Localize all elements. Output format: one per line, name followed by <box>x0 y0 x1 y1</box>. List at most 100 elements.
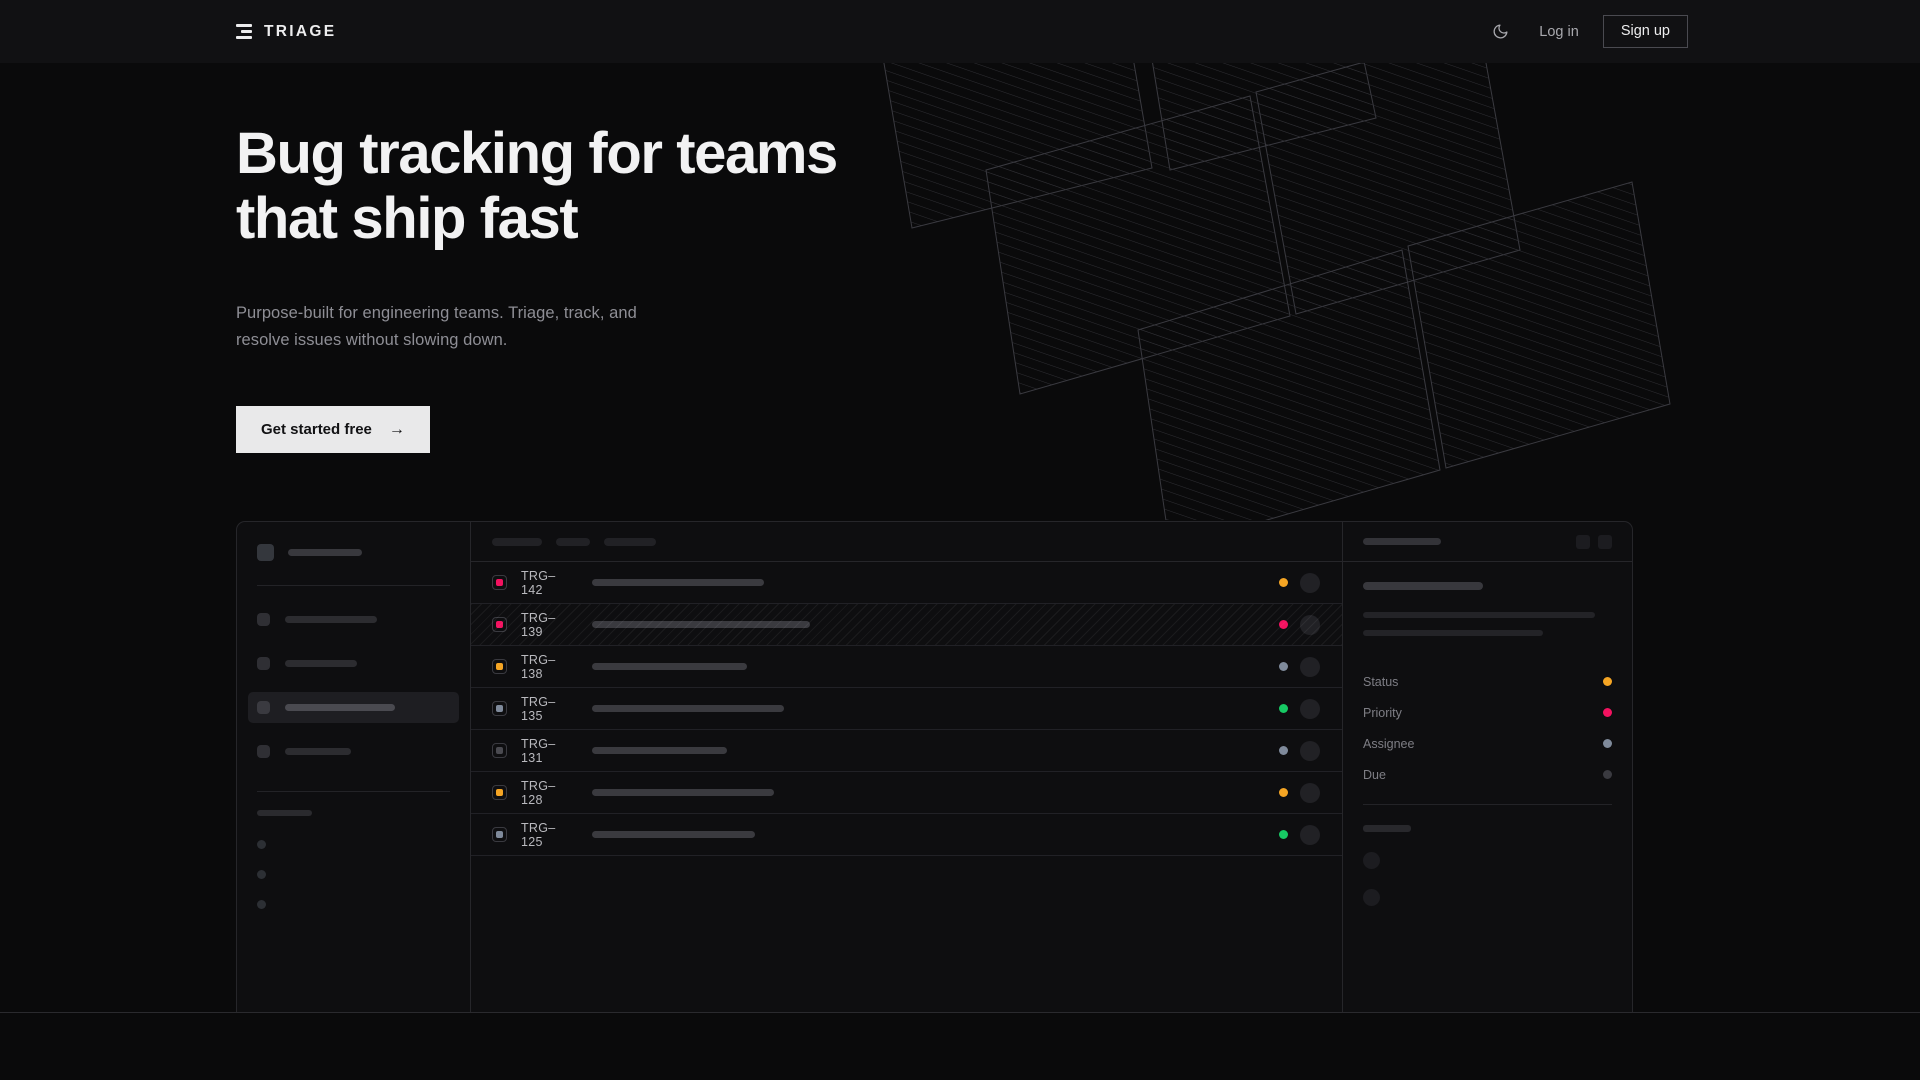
sidebar-section-label <box>257 810 312 816</box>
sidebar-nav-label-placeholder <box>285 660 357 667</box>
ticket-title-placeholder <box>592 579 764 586</box>
ticket-status-dot <box>1279 662 1288 671</box>
detail-meta-label: Assignee <box>1363 736 1415 751</box>
hero-heading: Bug tracking for teams that ship fast <box>236 121 838 251</box>
page-bottom-divider <box>0 1012 1920 1013</box>
ticket-meta <box>1279 782 1342 803</box>
ticket-assignee-avatar <box>1300 656 1320 677</box>
ticket-row[interactable]: TRG–139 <box>471 604 1342 646</box>
workspace-square-icon <box>257 544 274 561</box>
ticket-id: TRG–142 <box>521 568 556 597</box>
ticket-row[interactable]: TRG–135 <box>471 688 1342 730</box>
ticket-type-icon <box>492 743 507 758</box>
login-link[interactable]: Log in <box>1539 23 1579 40</box>
ticket-assignee-avatar <box>1300 572 1320 593</box>
detail-meta-row[interactable]: Status <box>1363 666 1612 697</box>
sidebar-nav-icon <box>257 657 270 670</box>
detail-body-line <box>1363 630 1543 636</box>
ticket-id: TRG–139 <box>521 610 556 639</box>
sidebar-nav-icon <box>257 701 270 714</box>
site-header: TRIAGE Log in Sign up <box>0 0 1920 63</box>
ticket-row[interactable]: TRG–138 <box>471 646 1342 688</box>
ticket-assignee-avatar <box>1300 782 1320 803</box>
detail-body-lines <box>1363 612 1612 636</box>
detail-meta-value-dot <box>1603 677 1612 686</box>
detail-title-placeholder <box>1363 538 1441 545</box>
detail-footer-avatar <box>1363 889 1380 906</box>
ticket-title-placeholder <box>592 747 727 754</box>
ticket-status-dot <box>1279 746 1288 755</box>
toolbar-control-placeholder[interactable] <box>492 537 542 546</box>
ticket-status-dot <box>1279 578 1288 587</box>
detail-body-line <box>1363 612 1595 618</box>
ticket-id: TRG–135 <box>521 694 556 723</box>
ticket-title-placeholder <box>592 621 810 628</box>
detail-meta-row[interactable]: Priority <box>1363 697 1612 728</box>
sidebar-mini-item[interactable] <box>257 870 266 879</box>
signup-button[interactable]: Sign up <box>1602 15 1688 48</box>
moon-icon[interactable] <box>1483 15 1517 49</box>
ticket-assignee-avatar <box>1300 698 1320 719</box>
toolbar-control-placeholder[interactable] <box>556 537 590 546</box>
mockup-sidebar <box>237 522 471 1013</box>
ticket-row[interactable]: TRG–142 <box>471 562 1342 604</box>
sidebar-mini-item[interactable] <box>257 840 266 849</box>
ticket-status-dot <box>1279 830 1288 839</box>
sidebar-nav-label-placeholder <box>285 616 377 623</box>
ticket-meta <box>1279 572 1342 593</box>
ticket-assignee-avatar <box>1300 614 1320 635</box>
brand-logo[interactable]: TRIAGE <box>236 23 336 41</box>
sidebar-mini-item[interactable] <box>257 900 266 909</box>
detail-meta-label: Due <box>1363 767 1386 782</box>
ticket-type-icon <box>492 575 507 590</box>
sidebar-nav-item[interactable] <box>248 736 459 767</box>
detail-meta-row[interactable]: Due <box>1363 759 1612 790</box>
ticket-title-placeholder <box>592 789 774 796</box>
ticket-meta <box>1279 824 1342 845</box>
ticket-title-placeholder <box>592 705 784 712</box>
ticket-status-dot <box>1279 620 1288 629</box>
ticket-meta <box>1279 656 1342 677</box>
ticket-meta <box>1279 740 1342 761</box>
detail-meta-label: Priority <box>1363 705 1402 720</box>
ticket-assignee-avatar <box>1300 824 1320 845</box>
ticket-title-placeholder <box>592 663 747 670</box>
hero-subheading: Purpose-built for engineering teams. Tri… <box>236 303 637 349</box>
header-nav: Log in Sign up <box>1483 15 1688 49</box>
decorative-striped-panels <box>820 0 1920 520</box>
detail-meta-row[interactable]: Assignee <box>1363 728 1612 759</box>
detail-meta-value-dot <box>1603 739 1612 748</box>
get-started-label: Get started free <box>261 421 372 439</box>
ticket-id: TRG–131 <box>521 736 556 765</box>
ticket-id: TRG–138 <box>521 652 556 681</box>
ticket-type-icon <box>492 785 507 800</box>
ticket-type-icon <box>492 659 507 674</box>
ticket-type-icon <box>492 827 507 842</box>
ticket-id: TRG–128 <box>521 778 556 807</box>
ticket-row[interactable]: TRG–125 <box>471 814 1342 856</box>
sidebar-nav-item[interactable] <box>248 648 459 679</box>
ticket-meta <box>1279 698 1342 719</box>
sidebar-divider-top <box>257 585 450 586</box>
detail-meta-value-dot <box>1603 708 1612 717</box>
detail-footer-avatar <box>1363 852 1380 869</box>
ticket-row[interactable]: TRG–128 <box>471 772 1342 814</box>
detail-action-button[interactable] <box>1598 534 1612 549</box>
issue-list-toolbar <box>471 522 1342 562</box>
workspace-name-placeholder <box>288 549 362 556</box>
stacked-bars-logo-icon <box>236 24 252 39</box>
detail-action-button[interactable] <box>1576 534 1590 549</box>
workspace-switcher[interactable] <box>257 544 450 561</box>
sidebar-nav-item[interactable] <box>248 692 459 723</box>
detail-divider <box>1363 804 1612 805</box>
ticket-row[interactable]: TRG–131 <box>471 730 1342 772</box>
sidebar-nav-item[interactable] <box>248 604 459 635</box>
toolbar-control-placeholder[interactable] <box>604 537 656 546</box>
get-started-button[interactable]: Get started free → <box>236 406 430 454</box>
